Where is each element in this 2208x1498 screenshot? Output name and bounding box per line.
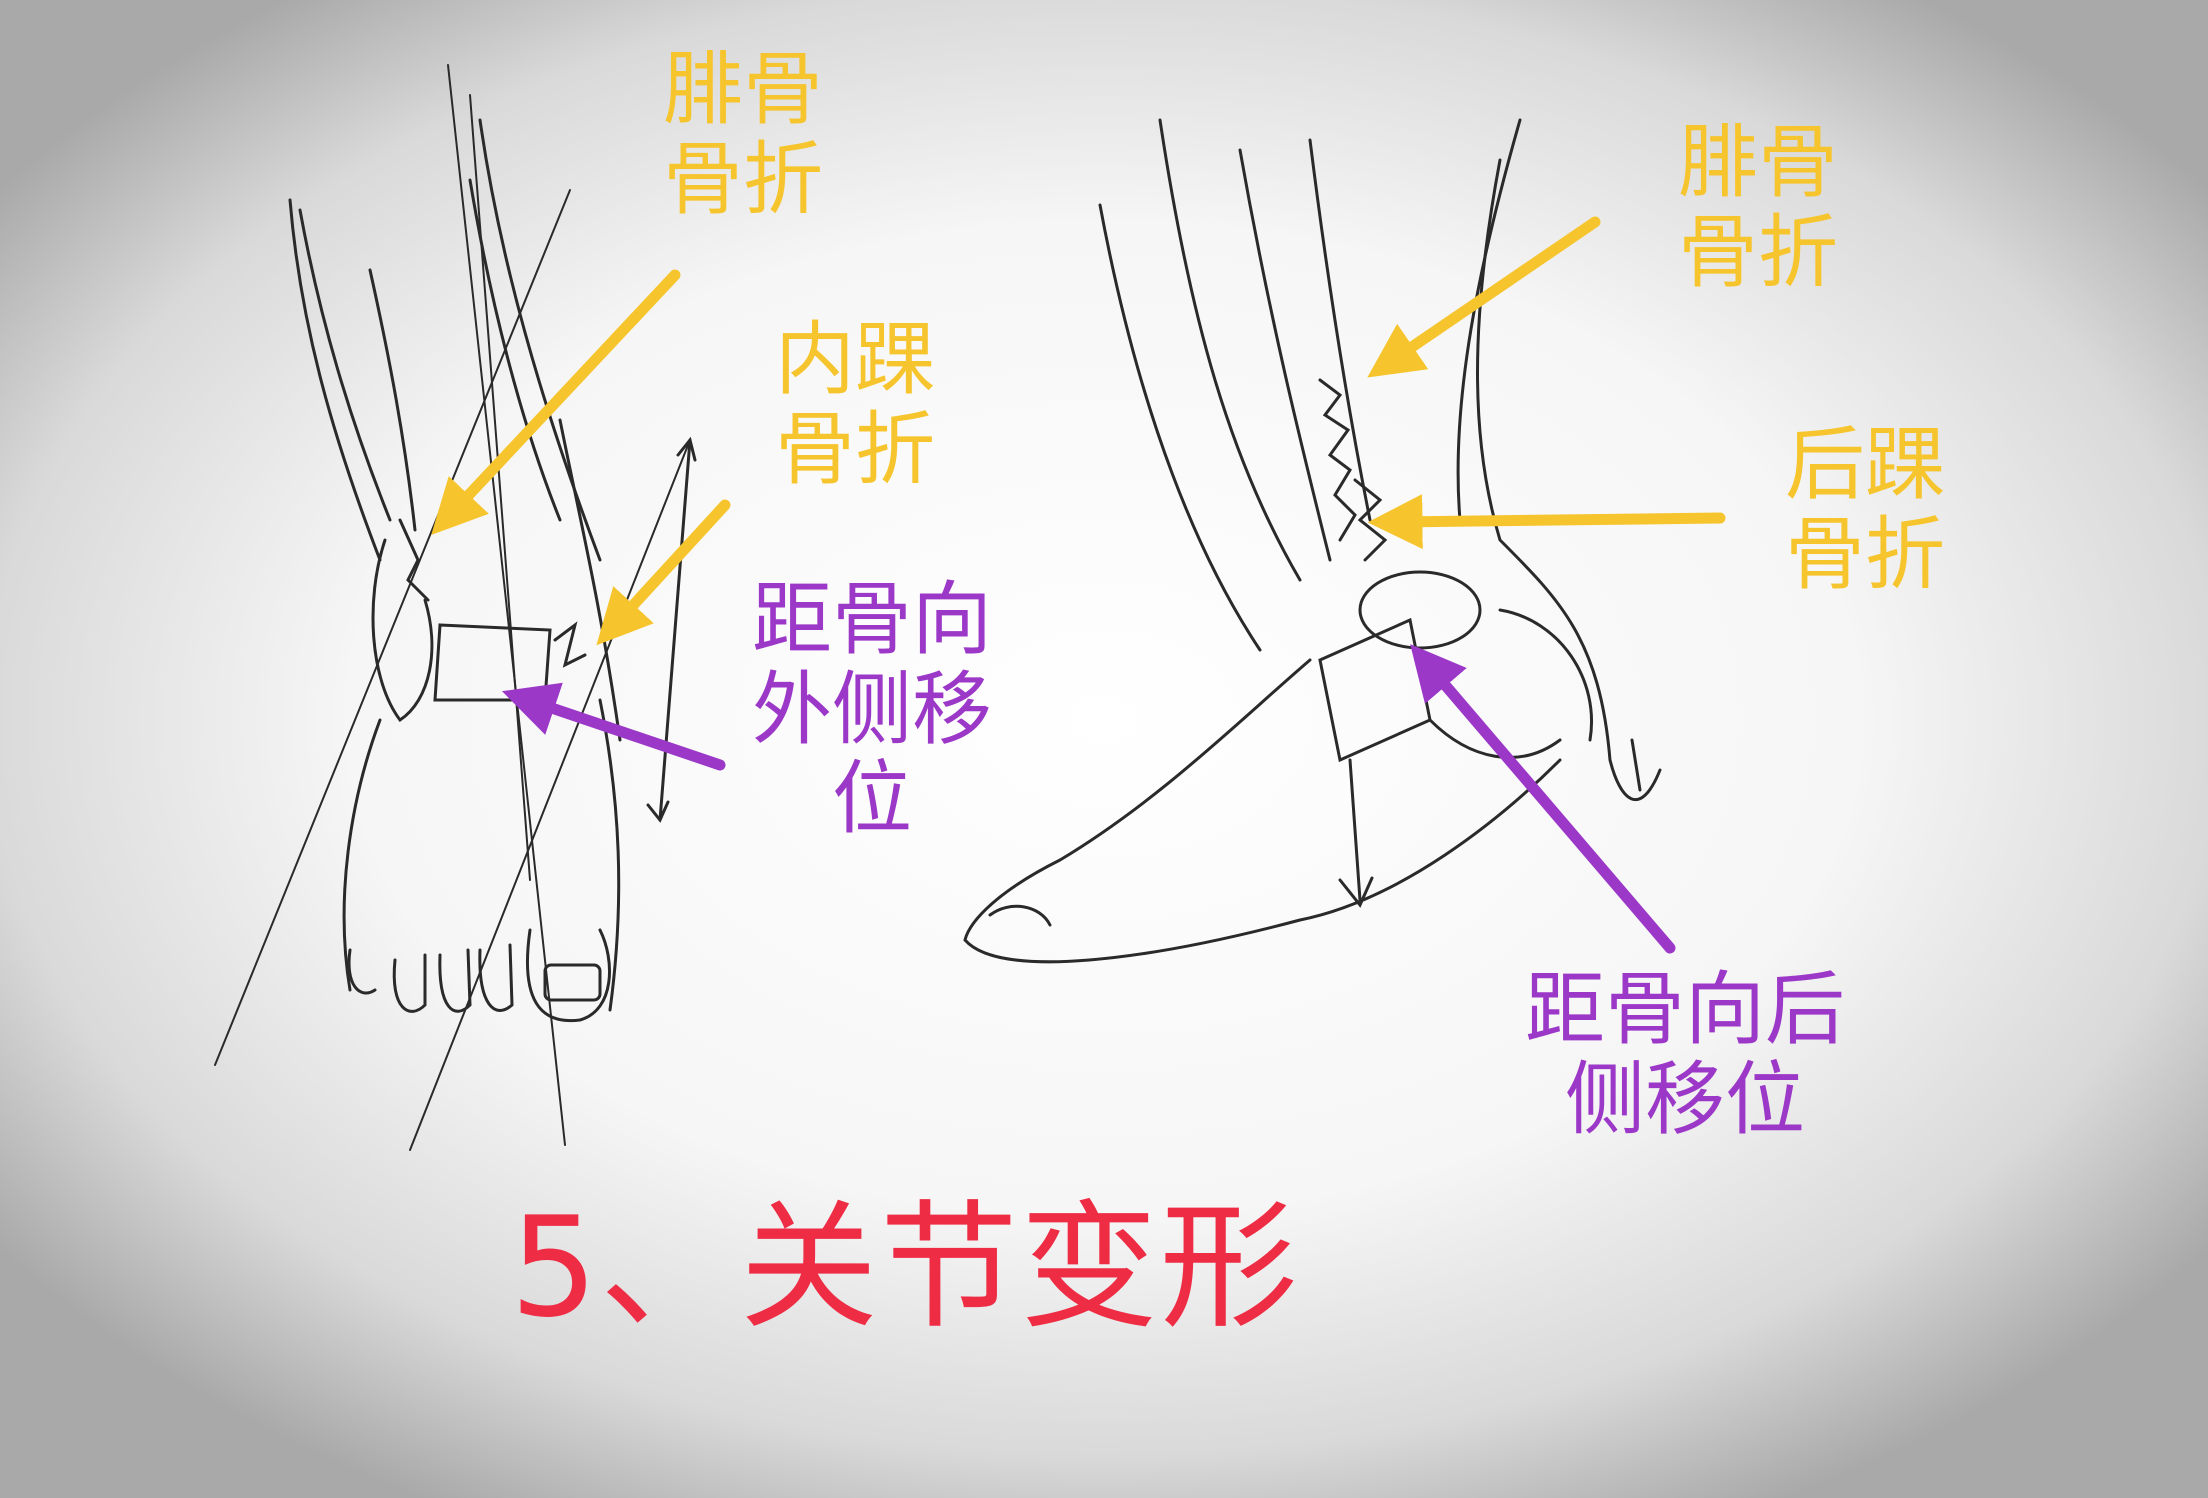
label-talus-lateral-displacement: 距骨向 外侧移 位 [752,573,992,846]
label-fibula-fracture-front: 腓骨 骨折 [663,43,823,226]
label-talus-posterior-displacement: 距骨向后 侧移位 [1525,963,1845,1146]
label-posterior-malleolus-fracture: 后踝 骨折 [1785,418,1945,601]
label-medial-malleolus-fracture: 内踝 骨折 [775,313,935,496]
diagram-title: 5、关节变形 [510,1187,1300,1348]
front-view-ankle-sketch [214,64,697,1151]
label-fibula-fracture-side: 腓骨 骨折 [1678,116,1838,299]
fracture-arrows [431,216,1726,646]
side-view-ankle-sketch [963,118,1662,964]
displacement-arrows [501,644,1676,954]
